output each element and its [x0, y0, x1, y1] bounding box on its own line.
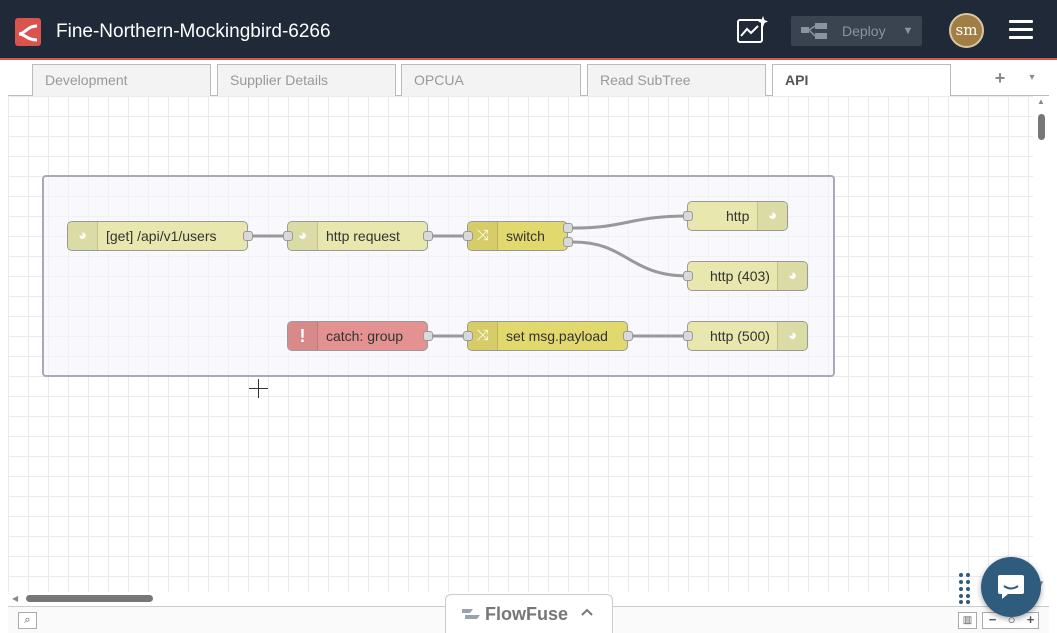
node-red-logo-icon[interactable] [15, 18, 41, 46]
chevron-up-icon[interactable] [580, 606, 594, 620]
output-port[interactable] [423, 331, 433, 341]
output-port[interactable] [423, 231, 433, 241]
ai-assistant-icon[interactable] [734, 14, 770, 46]
scroll-up-icon[interactable]: ▲ [1037, 97, 1045, 106]
node-label: switch [506, 228, 545, 244]
tab-supplier-details[interactable]: Supplier Details [217, 64, 396, 96]
flowfuse-logo-icon [462, 609, 480, 619]
node-label: http [726, 208, 750, 224]
flow-node-http-in[interactable]: ◕ [get] /api/v1/users [67, 221, 248, 251]
input-port[interactable] [283, 231, 293, 241]
node-label: catch: group [326, 328, 404, 344]
scroll-left-icon[interactable]: ◀ [12, 594, 19, 603]
scroll-down-icon[interactable]: ▼ [1037, 579, 1045, 588]
flowfuse-panel-toggle[interactable]: FlowFuse [445, 594, 613, 633]
navigator-map-icon[interactable]: ▥ [958, 612, 977, 629]
deploy-icon [801, 23, 827, 39]
globe-icon: ◕ [777, 322, 807, 350]
chat-button[interactable] [981, 557, 1041, 617]
input-port[interactable] [463, 331, 473, 341]
horizontal-scroll-thumb[interactable] [26, 595, 153, 602]
globe-icon: ◕ [68, 222, 98, 250]
main-menu-icon[interactable] [1009, 20, 1033, 42]
top-header: Fine-Northern-Mockingbird-6266 Deploy ▼ … [0, 0, 1057, 60]
input-port[interactable] [683, 331, 693, 341]
flow-node-http-request[interactable]: ◕ http request [287, 221, 428, 251]
output-port[interactable] [243, 231, 253, 241]
deploy-dropdown-icon[interactable]: ▼ [902, 25, 914, 37]
flow-node-change[interactable]: ⤨ set msg.payload [467, 321, 628, 351]
input-port[interactable] [463, 231, 473, 241]
output-port[interactable] [623, 331, 633, 341]
alert-icon: ! [288, 322, 318, 350]
wire [572, 214, 690, 230]
node-label: set msg.payload [506, 328, 608, 344]
deploy-button[interactable]: Deploy ▼ [791, 16, 922, 46]
flow-canvas[interactable]: ◕ [get] /api/v1/users ◕ http request ⤨ s… [8, 96, 1033, 592]
output-port[interactable] [563, 223, 573, 233]
switch-icon: ⤨ [468, 222, 498, 250]
flow-node-http-response-500[interactable]: ◕ http (500) [687, 321, 808, 351]
flow-node-http-response-403[interactable]: ◕ http (403) [687, 261, 808, 291]
input-port[interactable] [683, 211, 693, 221]
wire [572, 240, 690, 278]
input-port[interactable] [683, 271, 693, 281]
node-label: [get] /api/v1/users [106, 228, 217, 244]
zoom-out-button[interactable]: − [988, 612, 997, 627]
globe-icon: ◕ [757, 202, 787, 230]
output-port[interactable] [563, 237, 573, 247]
add-tab-button[interactable]: + [994, 68, 1006, 88]
globe-icon: ◕ [777, 262, 807, 290]
wires [253, 214, 690, 338]
node-label: http request [326, 228, 400, 244]
zoom-in-button[interactable]: + [1026, 612, 1035, 627]
flow-node-switch[interactable]: ⤨ switch [467, 221, 568, 251]
vertical-scrollbar[interactable]: ▲ ▼ [1033, 96, 1049, 592]
shuffle-icon: ⤨ [468, 322, 498, 350]
tab-read-subtree[interactable]: Read SubTree [587, 64, 766, 96]
tab-list-dropdown-icon[interactable]: ▾ [1029, 72, 1035, 83]
user-avatar[interactable]: sm [949, 13, 984, 48]
deploy-label: Deploy [842, 23, 886, 39]
tab-development[interactable]: Development [32, 64, 211, 96]
app-title: Fine-Northern-Mockingbird-6266 [56, 21, 331, 42]
node-label: http (403) [710, 268, 770, 284]
crosshair-cursor-icon [249, 379, 268, 398]
drag-handle-icon[interactable] [958, 572, 972, 604]
flow-node-catch[interactable]: ! catch: group [287, 321, 428, 351]
chat-bubble-icon [998, 575, 1024, 599]
flowfuse-brand: FlowFuse [485, 604, 569, 624]
zoom-reset-button[interactable]: ○ [1007, 612, 1016, 627]
tab-opcua[interactable]: OPCUA [401, 64, 581, 96]
workspace-tabs: Development Supplier Details OPCUA Read … [8, 62, 1049, 97]
vertical-scroll-thumb[interactable] [1038, 114, 1045, 140]
globe-icon: ◕ [288, 222, 318, 250]
search-icon[interactable]: ⌕ [18, 612, 37, 629]
tab-api[interactable]: API [772, 64, 951, 97]
flow-node-http-response[interactable]: ◕ http [687, 201, 788, 231]
node-label: http (500) [710, 328, 770, 344]
